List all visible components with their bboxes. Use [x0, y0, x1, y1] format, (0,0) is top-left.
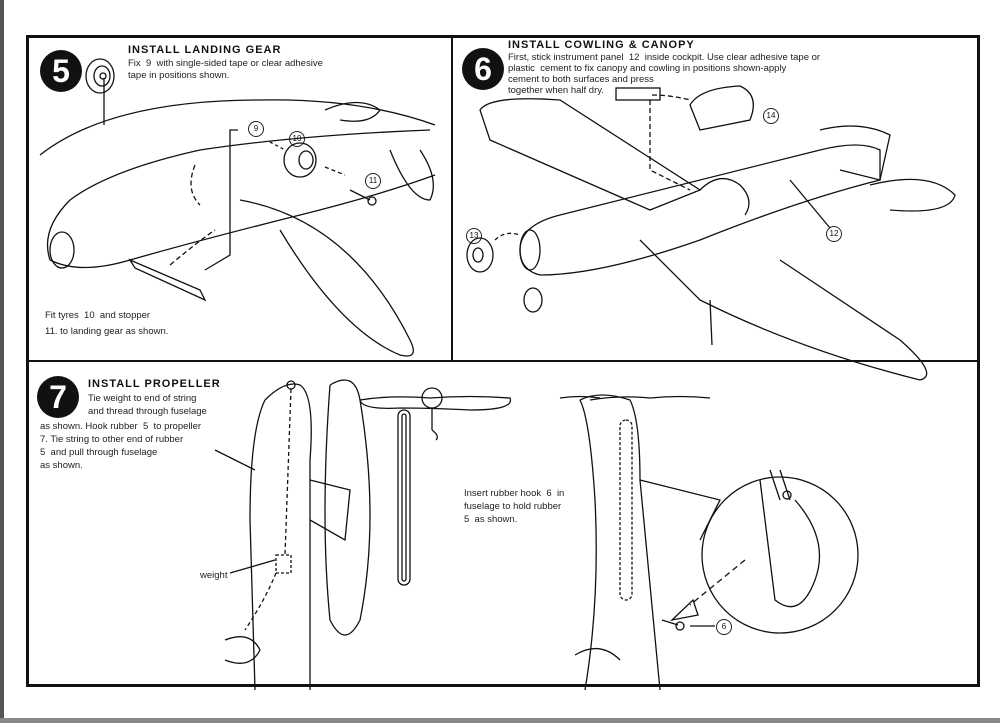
- page-edge: [0, 0, 4, 723]
- step-5-instructions: Fix 9 with single-sided tape or clear ad…: [128, 58, 323, 81]
- aircraft-step-5: [39, 99, 436, 357]
- panel-divider: [451, 35, 453, 361]
- callout-9: 9: [248, 121, 264, 137]
- propeller-and-rubber: [359, 387, 512, 586]
- fuselage-step-7-right: [559, 394, 859, 691]
- step-5-title: INSTALL LANDING GEAR: [128, 44, 282, 56]
- callout-12: 12: [826, 226, 842, 242]
- step-7-instructions-bottom: as shown. Hook rubber 5 to propeller 7. …: [40, 421, 202, 471]
- callout-6: 6: [716, 619, 732, 635]
- step-6-badge: 6: [462, 48, 504, 90]
- callout-14: 14: [763, 108, 779, 124]
- aircraft-step-6: [466, 85, 956, 381]
- fuselage-step-7-left: [214, 379, 371, 691]
- step-6-instructions: First, stick instrument panel 12 inside …: [508, 52, 821, 96]
- callout-11: 11: [365, 173, 381, 189]
- step-7-badge: 7: [37, 376, 79, 418]
- weight-label: weight: [200, 570, 228, 581]
- step-5-badge: 5: [40, 50, 82, 92]
- step-7-instructions-top: Tie weight to end of string and thread t…: [88, 393, 207, 417]
- rubber-hook-note: Insert rubber hook 6 in fuselage to hold…: [464, 488, 565, 525]
- step-7-title: INSTALL PROPELLER: [88, 378, 221, 390]
- wheel-illustration: [85, 58, 115, 125]
- step-6-title: INSTALL COWLING & CANOPY: [508, 39, 695, 51]
- page-edge: [0, 718, 1000, 723]
- step-5-note: Fit tyres 10 and stopper 11. to landing …: [45, 310, 169, 337]
- callout-13: 13: [466, 228, 482, 244]
- panel-divider: [26, 360, 980, 362]
